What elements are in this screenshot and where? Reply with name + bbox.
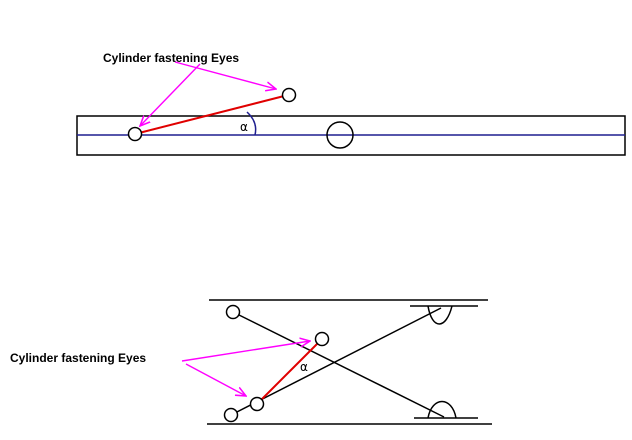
bottom-eye-cylinder-upper bbox=[314, 331, 330, 347]
top-arrow-to-lower-eye bbox=[140, 63, 201, 126]
top-pivot-circle bbox=[326, 121, 354, 149]
top-eye-lower bbox=[127, 126, 143, 142]
bottom-label: Cylinder fastening Eyes bbox=[10, 351, 146, 365]
bottom-arrow-to-lower-eye bbox=[185, 363, 246, 396]
scissor-arm-a bbox=[232, 311, 445, 418]
bottom-eye-cylinder-lower bbox=[249, 396, 265, 412]
bottom-arrow-to-upper-eye bbox=[181, 341, 310, 362]
top-eye-upper bbox=[281, 87, 297, 103]
top-arrow-to-upper-eye bbox=[174, 61, 276, 89]
bottom-angle-label: α bbox=[300, 360, 308, 374]
bottom-diagram: α Cylinder fastening Eyes bbox=[10, 299, 492, 425]
top-angle-arc bbox=[246, 111, 257, 136]
scissor-arm-b bbox=[230, 307, 442, 416]
bottom-slider-shoe bbox=[427, 400, 457, 419]
top-slider-shoe bbox=[427, 305, 453, 325]
bottom-eye-top-left bbox=[225, 304, 241, 320]
bottom-eye-bottom-left bbox=[223, 407, 239, 423]
top-label: Cylinder fastening Eyes bbox=[103, 51, 239, 65]
top-cylinder-line bbox=[134, 94, 289, 135]
top-angle-label: α bbox=[240, 120, 248, 134]
bottom-cylinder-line bbox=[256, 338, 323, 405]
top-diagram: α Cylinder fastening Eyes bbox=[76, 51, 626, 156]
